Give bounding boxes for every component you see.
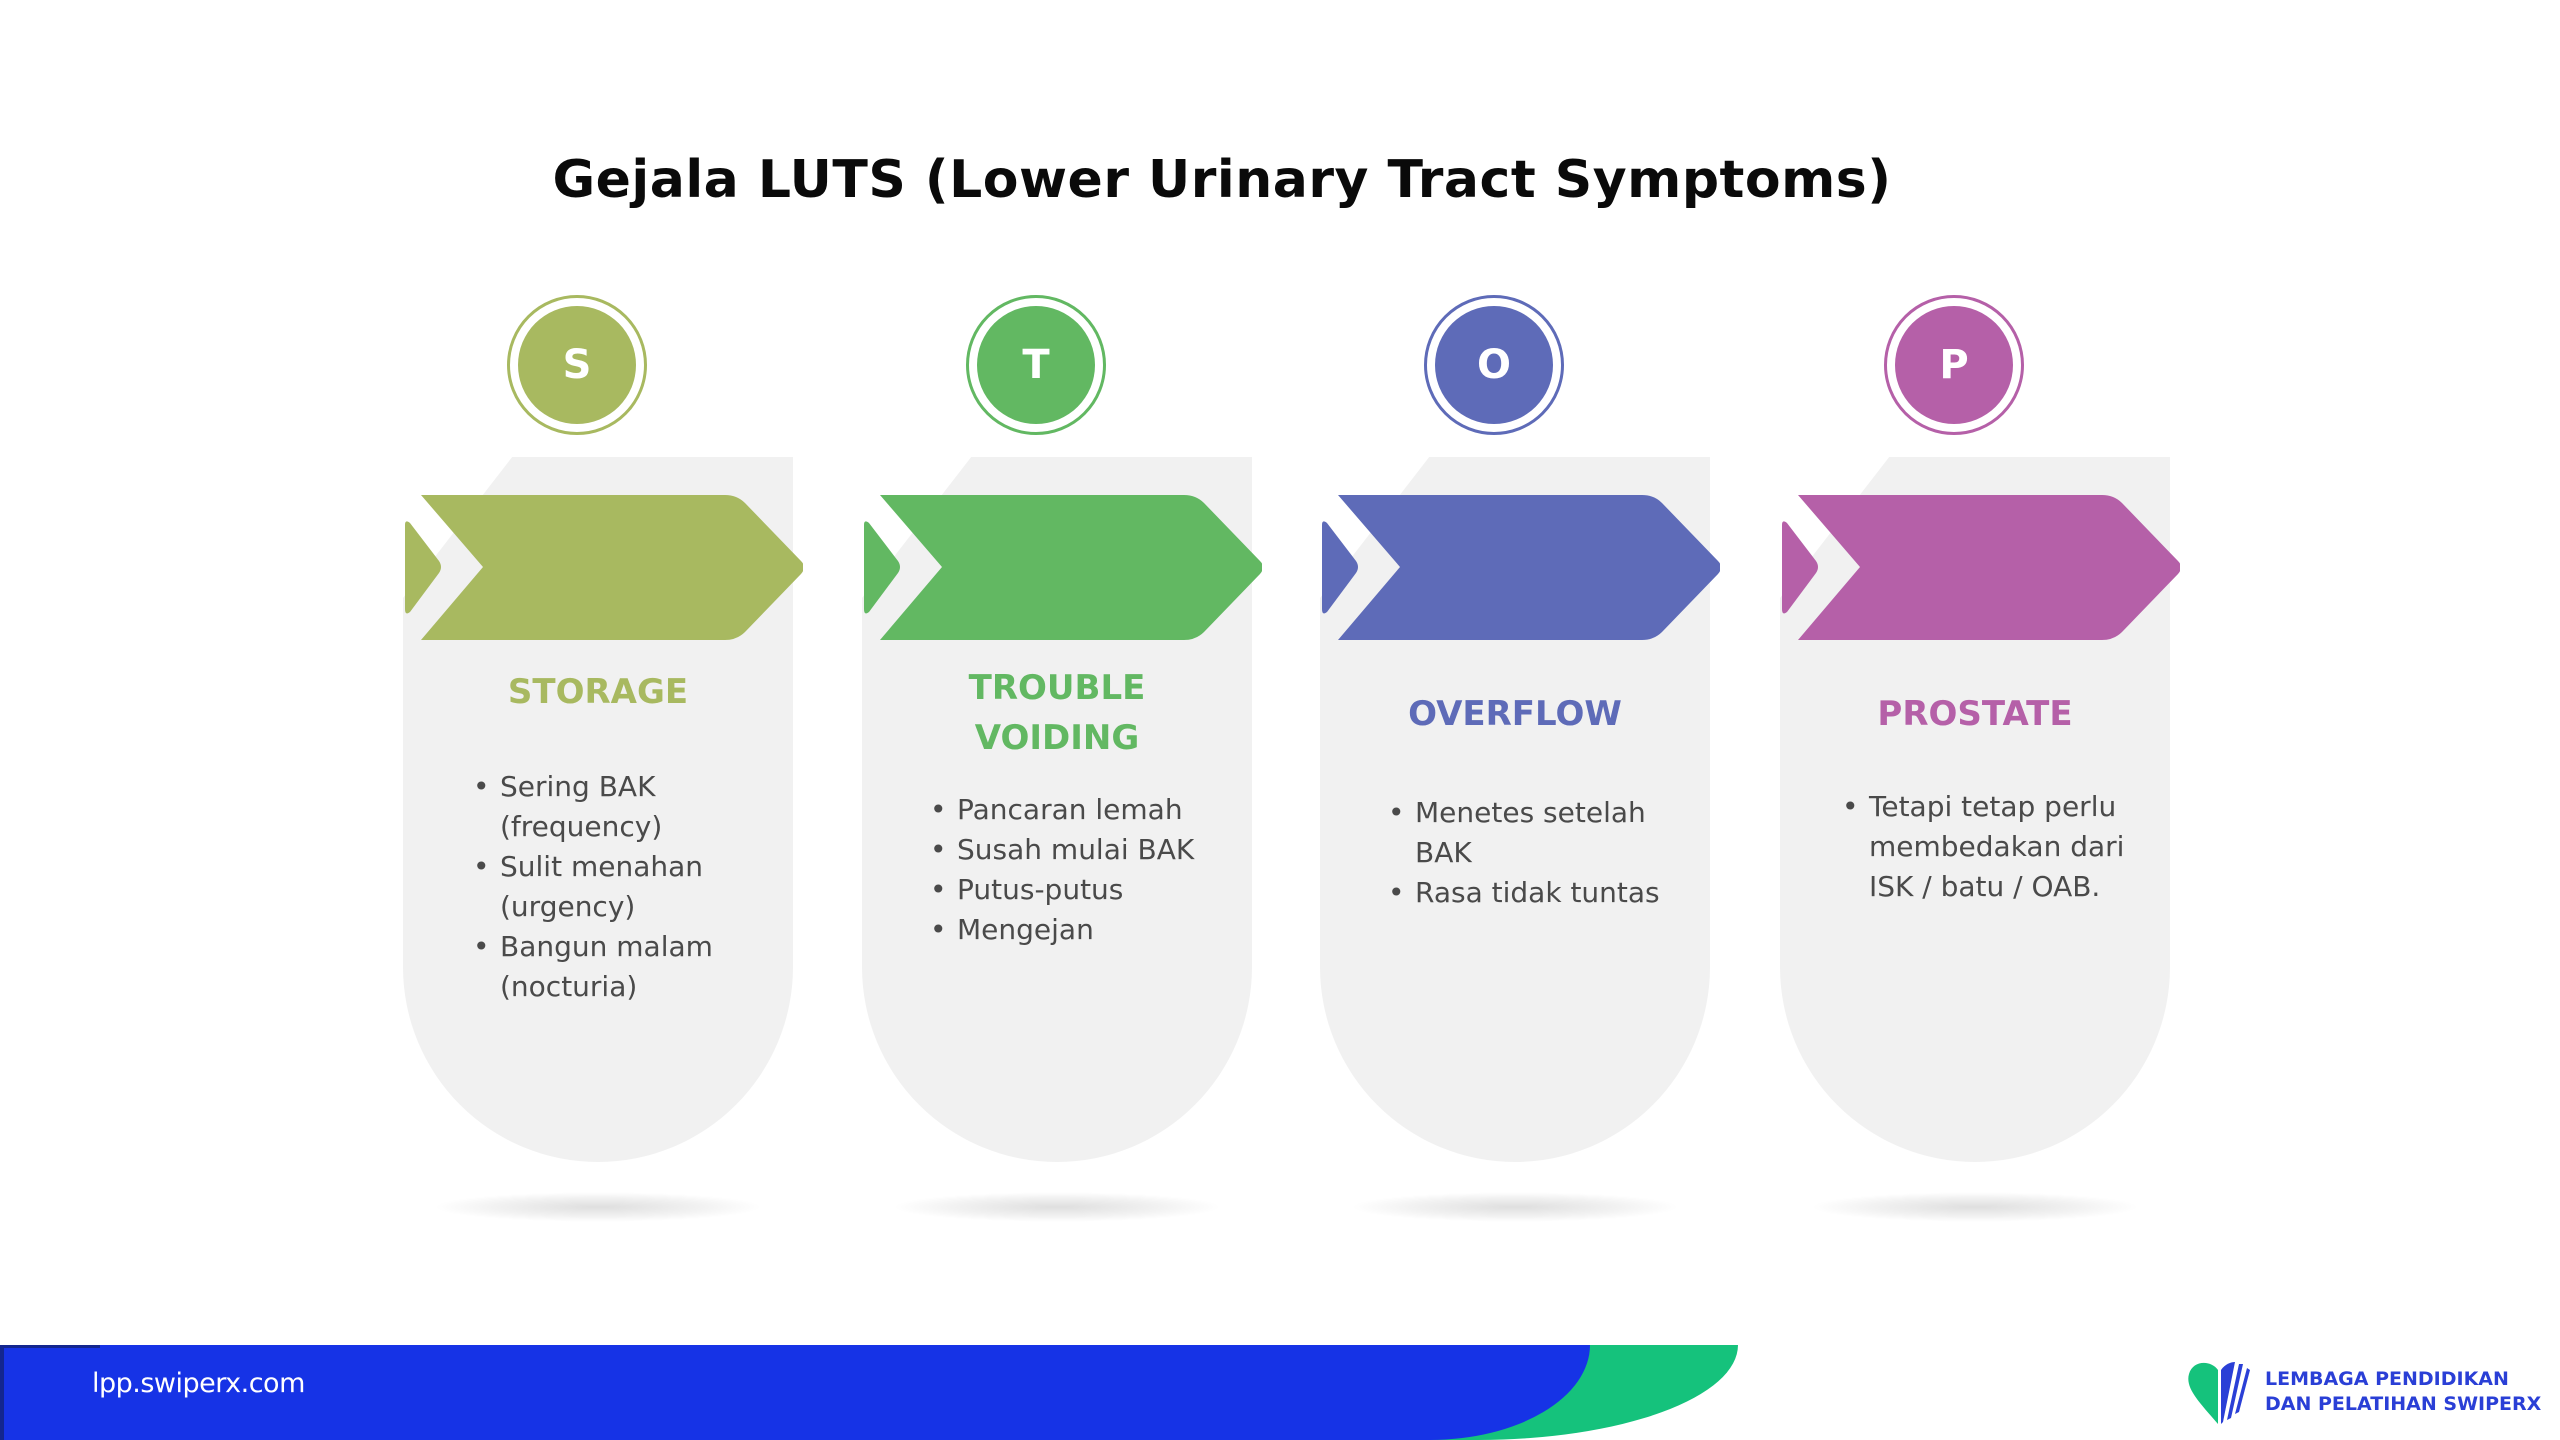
heart-logo-icon [2188, 1362, 2250, 1424]
arrow-banner [1782, 495, 2180, 640]
bullet-item: Pancaran lemah [930, 790, 1194, 830]
card-trouble-voiding: T TROUBLE VOIDING Pancaran lemah Susah mu… [862, 295, 1262, 1222]
bullet-item: Sering BAK (frequency) [473, 767, 713, 847]
heart-right-half [2221, 1362, 2235, 1424]
bullet-line: Putus-putus [957, 873, 1124, 906]
letter-badge-inner: S [518, 306, 636, 424]
card-shadow [1810, 1192, 2140, 1222]
arrow-banner [405, 495, 803, 640]
card-prostate: P PROSTATE Tetapi tetap perlu membedakan … [1780, 295, 2180, 1222]
card-heading-line: TROUBLE [968, 668, 1146, 708]
arrow-body [1798, 495, 2180, 640]
letter-badge-inner: P [1895, 306, 2013, 424]
bullet-line: Menetes setelah [1415, 796, 1646, 829]
arrow-tip-small [1322, 521, 1358, 614]
bullet-line: Rasa tidak tuntas [1415, 876, 1660, 909]
arrow-tip-small [1782, 521, 1818, 614]
bullet-list: Sering BAK (frequency) Sulit menahan (urge… [473, 767, 713, 1007]
arrow-tip-small [864, 521, 900, 614]
bullet-line: (urgency) [500, 890, 636, 923]
bullet-item: Rasa tidak tuntas [1388, 873, 1660, 913]
bullet-item: Bangun malam (nocturia) [473, 927, 713, 1007]
heart-stripe [2227, 1364, 2243, 1420]
bullet-line: membedakan dari [1869, 830, 2125, 863]
card-heading: OVERFLOW [1320, 689, 1710, 739]
arrow-body [421, 495, 803, 640]
letter-badge: P [1884, 295, 2024, 435]
footer-blue-overlay [4, 1348, 1204, 1440]
card-storage: S STORAGE Sering BAK (frequency) Sulit me… [403, 295, 803, 1222]
card-shadow [1350, 1192, 1680, 1222]
bullet-line: Tetapi tetap perlu [1869, 790, 2117, 823]
arrow-body [880, 495, 1262, 640]
logo-text: LEMBAGA PENDIDIKAN DAN PELATIHAN SWIPERX [2265, 1367, 2541, 1417]
arrow-body [1338, 495, 1720, 640]
card-heading: TROUBLE VOIDING [862, 663, 1252, 763]
heart-stripe [2235, 1368, 2250, 1414]
logo: LEMBAGA PENDIDIKAN DAN PELATIHAN SWIPERX [2185, 1358, 2541, 1426]
logo-line: LEMBAGA PENDIDIKAN [2265, 1368, 2509, 1390]
bullet-item: Mengejan [930, 910, 1194, 950]
logo-line: DAN PELATIHAN SWIPERX [2265, 1393, 2542, 1415]
card-heading: STORAGE [403, 667, 793, 717]
arrow-banner [1322, 495, 1720, 640]
card-heading-line: STORAGE [507, 672, 689, 712]
card-heading-line: PROSTATE [1877, 694, 2073, 734]
bullet-line: BAK [1415, 836, 1472, 869]
card-heading: PROSTATE [1780, 689, 2170, 739]
card-shadow [892, 1192, 1222, 1222]
bullet-line: Susah mulai BAK [957, 833, 1195, 866]
bullet-line: ISK / batu / OAB. [1869, 870, 2101, 903]
letter-badge: S [507, 295, 647, 435]
footer-url-link[interactable]: lpp.swiperx.com [92, 1368, 305, 1399]
bullet-line: Pancaran lemah [957, 793, 1183, 826]
bullet-line: (frequency) [500, 810, 663, 843]
bullet-line: Bangun malam [500, 930, 713, 963]
bullet-line: Sering BAK [500, 770, 656, 803]
card-shadow [433, 1192, 763, 1222]
bullet-item: Sulit menahan (urgency) [473, 847, 713, 927]
bullet-line: Mengejan [957, 913, 1094, 946]
bullet-line: Sulit menahan [500, 850, 704, 883]
bullet-list: Pancaran lemah Susah mulai BAK Putus-put… [930, 790, 1194, 950]
bullet-item: Putus-putus [930, 870, 1194, 910]
bullet-line: (nocturia) [500, 970, 638, 1003]
arrow-tip-small [405, 521, 441, 614]
letter-badge: O [1424, 295, 1564, 435]
letter-badge-inner: T [977, 306, 1095, 424]
letter-badge: T [966, 295, 1106, 435]
letter-badge-inner: O [1435, 306, 1553, 424]
heart-left-half [2188, 1362, 2218, 1424]
bullet-item: Susah mulai BAK [930, 830, 1194, 870]
arrow-banner [864, 495, 1262, 640]
card-heading-line: VOIDING [974, 718, 1140, 758]
card-heading-line: OVERFLOW [1408, 694, 1622, 734]
page-title: Gejala LUTS (Lower Urinary Tract Symptom… [552, 150, 1892, 210]
